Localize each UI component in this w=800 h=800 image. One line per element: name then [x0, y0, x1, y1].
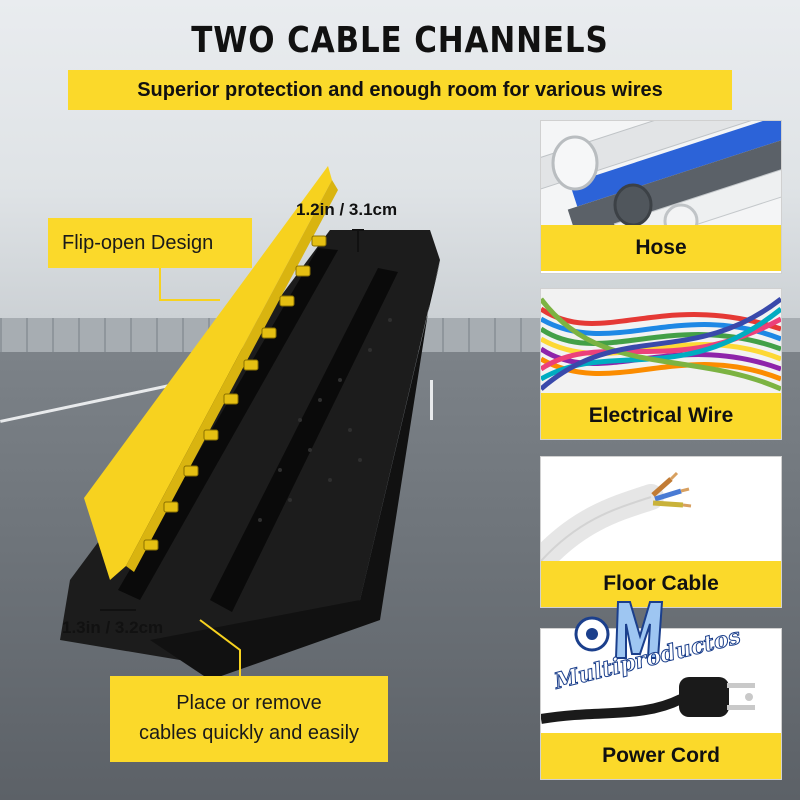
card-label: Electrical Wire — [541, 393, 781, 439]
dimension-top-label: 1.2in / 3.1cm — [296, 200, 398, 219]
page-title: TWO CABLE CHANNELS — [191, 20, 609, 61]
card-power-cord: Power Cord — [540, 628, 782, 780]
cable-icon — [541, 457, 781, 561]
place-remove-line2: cables quickly and easily — [138, 722, 360, 744]
card-electrical-wire: Electrical Wire — [540, 288, 782, 440]
place-remove-line1: Place or remove — [176, 692, 322, 714]
dimension-bottom-label: 1.3in / 3.2cm — [62, 618, 164, 637]
card-label: Hose — [541, 225, 781, 271]
subtitle-text: Superior protection and enough room for … — [137, 78, 663, 101]
flip-open-label: Flip-open Design — [62, 231, 214, 254]
place-remove-callout: Place or remove cables quickly and easil… — [110, 676, 388, 762]
card-floor-cable: Floor Cable — [540, 456, 782, 608]
card-label: Floor Cable — [541, 561, 781, 607]
card-label: Power Cord — [541, 733, 781, 779]
subtitle-banner: Superior protection and enough room for … — [68, 70, 732, 110]
flip-open-callout: Flip-open Design — [48, 218, 252, 268]
pipes-icon — [541, 121, 781, 225]
card-hose: Hose — [540, 120, 782, 274]
watermark-logo: Multiproductos — [548, 596, 744, 706]
wires-icon — [541, 289, 781, 393]
parking-line — [430, 380, 433, 420]
